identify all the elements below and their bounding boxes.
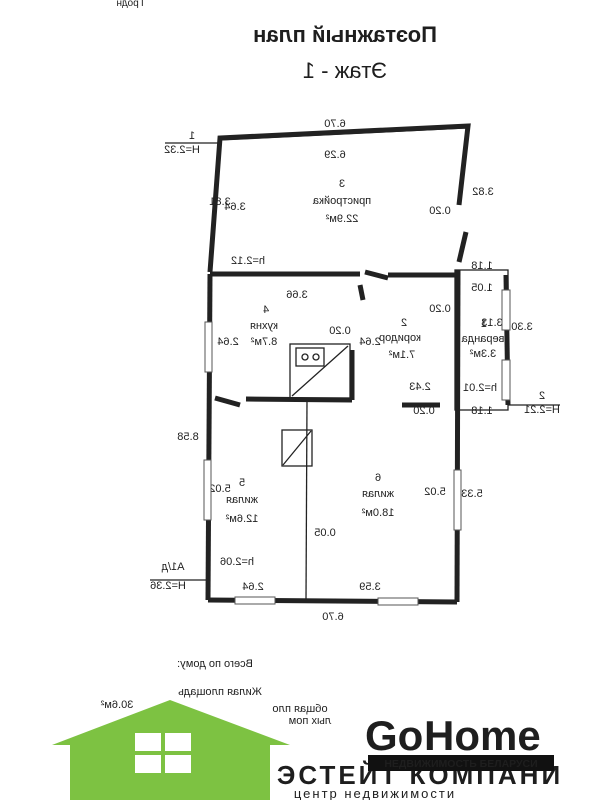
window-right xyxy=(453,469,462,531)
dim-annex-right: 3.82 xyxy=(472,186,493,198)
annex-wall-inner xyxy=(219,127,467,141)
summary-fragment-1: общая пло xyxy=(272,703,327,715)
partition-corridor xyxy=(357,284,366,301)
room-number: 5 xyxy=(239,477,245,489)
dim-veranda-width: 1.05 xyxy=(471,282,492,294)
dim-room5-h: h=2.06 xyxy=(220,556,254,568)
room-area: 12.6м² xyxy=(225,513,258,525)
room-area: 7.1м² xyxy=(388,349,415,361)
dim-room6-height: 5.02 xyxy=(424,486,445,498)
room-number: 4 xyxy=(263,304,269,316)
agency-tagline: центр недвижимости xyxy=(294,786,456,800)
room-living-5: 5 жилая 12.6м² xyxy=(225,477,258,525)
dim-wall-kitchen: 0.20 xyxy=(329,325,350,337)
living-area-value: 30.6м² xyxy=(100,699,133,711)
brand-home: Home xyxy=(424,712,541,759)
summary-fragment-2: лых пом xyxy=(289,715,332,727)
dim-room5-height: 5.02 xyxy=(209,483,230,495)
dim-wall-annex: 0.20 xyxy=(429,205,450,217)
room-number: 1 xyxy=(481,318,487,330)
window-bottom-right xyxy=(377,597,419,606)
gohome-logo: Go Home НЕДВИЖИМОСТЬ БЕЛАРУСИ xyxy=(365,712,554,771)
annex-wall xyxy=(207,123,471,273)
marker-1-height: H=2.32 xyxy=(164,144,200,156)
dim-veranda-small: 0.20 xyxy=(413,405,434,417)
summary-total-label: Всего по дому: xyxy=(177,658,253,670)
dim-house-left: 8.58 xyxy=(177,431,198,443)
room-number: 6 xyxy=(375,472,381,484)
room-name: жилая xyxy=(362,488,394,500)
stove-top xyxy=(295,347,325,367)
room-area: 8.7м² xyxy=(250,336,277,348)
dim-corridor-width: 2.43 xyxy=(409,381,430,393)
room-living-6: 6 жилая 18.0м² xyxy=(361,472,394,519)
dim-kitchen-width: 3.66 xyxy=(286,289,307,301)
window-bottom-left xyxy=(234,596,276,605)
mirrored-text-layer: Гродн Поэтажный план Этаж - 1 6.70 6.29 … xyxy=(100,0,560,727)
dim-veranda-ext-top: 1.18 xyxy=(471,260,492,272)
heater-diagonal xyxy=(282,430,312,466)
brand-tagline-bar xyxy=(368,755,554,771)
room-name: коридор xyxy=(379,332,421,344)
partition-rooms xyxy=(305,399,308,601)
room-area: 3.3м² xyxy=(469,348,496,360)
dim-veranda-outer: 3.30 xyxy=(511,321,532,333)
walls xyxy=(150,123,560,606)
dim-room5-bottom: 2.64 xyxy=(242,581,263,593)
stove-diagonal xyxy=(291,345,349,397)
dim-top-width: 6.70 xyxy=(324,118,345,130)
dim-right-height: 5.33 xyxy=(461,488,482,500)
dim-wall-corridor: 0.20 xyxy=(429,303,450,315)
marker-1-number: 1 xyxy=(189,130,195,142)
burner-icon xyxy=(312,353,320,361)
room-name: пристройка xyxy=(312,195,371,207)
dim-annex-h: h=2.12 xyxy=(231,255,265,267)
dim-partition: 0.05 xyxy=(314,527,335,539)
room-number: 3 xyxy=(339,178,345,190)
heater-icon xyxy=(281,429,313,467)
house-right-wall xyxy=(454,269,461,603)
room-area: 22.9м² xyxy=(325,213,358,225)
dim-bottom-width: 6.70 xyxy=(322,611,343,623)
room-number: 2 xyxy=(401,317,407,329)
room-annex: 3 пристройка 22.9м² xyxy=(312,178,371,225)
kitchen-bottom-wall xyxy=(245,396,353,403)
brand-tagline: НЕДВИЖИМОСТЬ БЕЛАРУСИ xyxy=(384,758,537,770)
room-veranda: 1 веранда 3.3м² xyxy=(461,318,505,360)
burner-icon xyxy=(301,353,309,361)
veranda-window-top xyxy=(501,289,511,331)
dim-kitchen-height: 2.64 xyxy=(217,336,238,348)
page-title: Поэтажный план xyxy=(253,22,437,47)
marker-2-height: H=2.21 xyxy=(524,404,560,416)
stove-icon xyxy=(289,343,351,399)
dim-veranda-h: h=2.01 xyxy=(463,382,497,394)
room-name: кухня xyxy=(250,320,278,332)
brand-go: Go xyxy=(365,712,423,759)
room-name: веранда xyxy=(461,333,505,345)
dim-inner-top-width: 6.29 xyxy=(324,149,345,161)
veranda-window-bottom xyxy=(501,359,511,401)
dim-corridor-height: 2.64 xyxy=(359,336,380,348)
room-kitchen: 4 кухня 8.7м² xyxy=(250,304,278,348)
dim-annex-inner: 3.64 xyxy=(224,201,245,213)
marker-3-label: А1/д xyxy=(161,561,185,573)
room-corridor: 2 коридор 7.1м² xyxy=(379,317,421,361)
window-left-lower xyxy=(203,459,212,521)
dim-veranda-ext-bottom: 1.18 xyxy=(471,405,492,417)
window-left xyxy=(204,321,213,373)
room-area: 18.0м² xyxy=(361,507,394,519)
marker-3-height: H=2.36 xyxy=(150,580,186,592)
corner-text: Гродн xyxy=(116,0,143,9)
floor-label: Этаж - 1 xyxy=(303,58,387,83)
living-area-label: Жилая площадь xyxy=(178,686,262,698)
marker-2-number: 2 xyxy=(539,390,545,402)
annex-door-stub xyxy=(364,269,389,281)
agency-logo: ЭСТЕЙТ КОМПАНИ центр недвижимости xyxy=(52,700,560,800)
door-stub xyxy=(214,395,241,408)
dim-veranda-height: 3.13 xyxy=(481,317,502,329)
dim-room6-bottom: 3.59 xyxy=(359,581,380,593)
room-name: жилая xyxy=(226,494,258,506)
annex-wall-right-lower xyxy=(456,231,469,263)
